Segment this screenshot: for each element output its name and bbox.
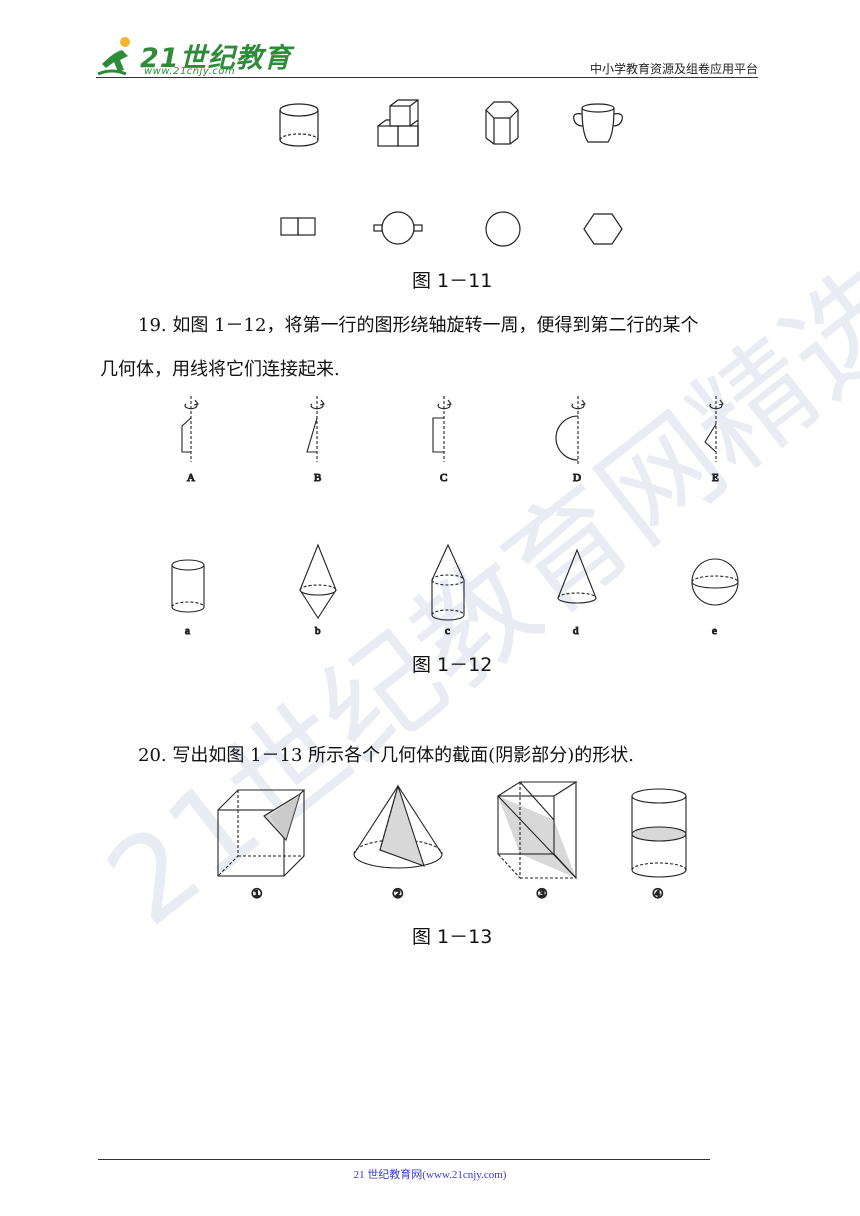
label-a-lower: a xyxy=(185,625,190,637)
view-hexagon xyxy=(583,213,623,245)
q20-text: 写出如图 1－13 所示各个几何体的截面(阴影部分)的形状. xyxy=(172,745,634,766)
logo-url: www.21cnjy.com xyxy=(144,66,236,77)
label-4: ④ xyxy=(652,887,664,902)
header-rule xyxy=(96,77,758,78)
figure-1-13-caption: 图 1－13 xyxy=(412,926,493,948)
logo-text: 21世纪教育 xyxy=(140,43,292,74)
solid-cup xyxy=(573,103,623,143)
footer-rule xyxy=(98,1159,710,1160)
label-b-lower: b xyxy=(315,625,321,637)
shape-a-trapezoid xyxy=(181,396,199,462)
view-two-squares xyxy=(280,217,316,236)
view-circle xyxy=(485,211,521,247)
solid-b-double-cone xyxy=(299,543,337,620)
solid-hexagonal-prism xyxy=(485,101,519,145)
shape-d-semicircle xyxy=(555,396,586,464)
q19-number: 19. xyxy=(138,315,167,336)
label-2: ② xyxy=(392,887,404,902)
solid-cylinder xyxy=(279,103,319,147)
label-b-upper: B xyxy=(314,472,321,484)
header-slogan: 中小学教育资源及组卷应用平台 xyxy=(589,62,758,76)
view-circle-with-tabs xyxy=(373,211,423,245)
solid-d-cone xyxy=(557,548,597,604)
q19-text-line2: 几何体，用线将它们连接起来. xyxy=(100,359,340,380)
label-d-lower: d xyxy=(573,625,579,637)
solid-3-cube xyxy=(497,781,578,880)
logo-runner-icon xyxy=(97,37,130,76)
shape-e-triangle xyxy=(704,396,724,462)
q19-text-line1: 如图 1－12，将第一行的图形绕轴旋转一周，便得到第二行的某个 xyxy=(172,315,699,336)
label-c-lower: c xyxy=(445,625,450,637)
q20-line: 20. 写出如图 1－13 所示各个几何体的截面(阴影部分)的形状. xyxy=(138,738,634,774)
figure-1-11 xyxy=(279,99,623,247)
label-e-upper: E xyxy=(712,472,719,484)
figure-1-13: ① ② ③ ④ xyxy=(217,781,687,903)
label-e-lower: e xyxy=(712,625,717,637)
solid-e-sphere xyxy=(691,558,739,606)
label-3: ③ xyxy=(536,887,548,902)
shape-b-triangle xyxy=(306,396,325,462)
figure-1-12-top: A B C D E xyxy=(181,396,724,485)
figure-1-11-caption: 图 1－11 xyxy=(412,270,493,292)
solid-4-cylinder xyxy=(631,788,687,878)
solid-2-cone xyxy=(353,784,443,869)
footer-link[interactable]: 21 世纪教育网(www.21cnjy.com) xyxy=(353,1169,507,1181)
solid-c-cone-cylinder xyxy=(431,543,465,621)
label-a-upper: A xyxy=(187,472,195,484)
q19-line1: 19. 如图 1－12，将第一行的图形绕轴旋转一周，便得到第二行的某个 xyxy=(138,308,698,344)
shape-c-rectangle xyxy=(432,396,452,462)
figure-1-12-caption: 图 1－12 xyxy=(412,654,493,676)
label-d-upper: D xyxy=(573,472,581,484)
solid-stacked-cubes xyxy=(377,99,419,147)
label-1: ① xyxy=(251,887,263,902)
label-c-upper: C xyxy=(440,472,447,484)
solid-1-cube xyxy=(217,789,306,877)
q20-number: 20. xyxy=(138,745,167,766)
solid-a-cylinder xyxy=(171,559,205,613)
figure-1-12-bottom: a b c d e xyxy=(171,543,739,638)
